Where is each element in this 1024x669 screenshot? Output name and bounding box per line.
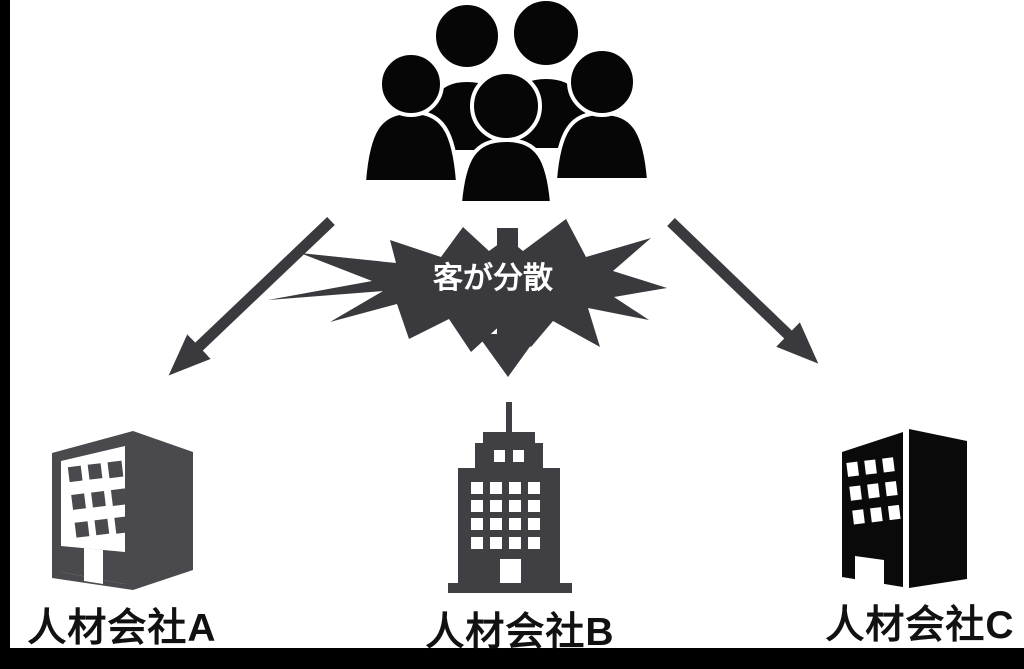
company-c-label: 人材会社C	[825, 604, 1015, 647]
person-icon	[553, 47, 651, 182]
burst-icon	[268, 219, 667, 352]
company-b-label: 人材会社B	[425, 611, 615, 654]
arrow-down-icon	[477, 228, 539, 377]
company-a-label: 人材会社A	[27, 607, 217, 650]
customers-group-icon	[362, 0, 651, 205]
bottom-border-bar	[0, 648, 1024, 669]
burst-label: 客が分散	[433, 261, 553, 295]
building-a-icon	[52, 431, 193, 590]
building-b-icon	[448, 402, 572, 593]
person-icon	[458, 70, 554, 205]
person-icon	[362, 51, 460, 184]
arrow-down-left-icon	[168, 217, 335, 376]
building-c-icon	[842, 429, 967, 588]
arrow-down-right-icon	[667, 218, 819, 364]
left-border-bar	[0, 0, 10, 669]
